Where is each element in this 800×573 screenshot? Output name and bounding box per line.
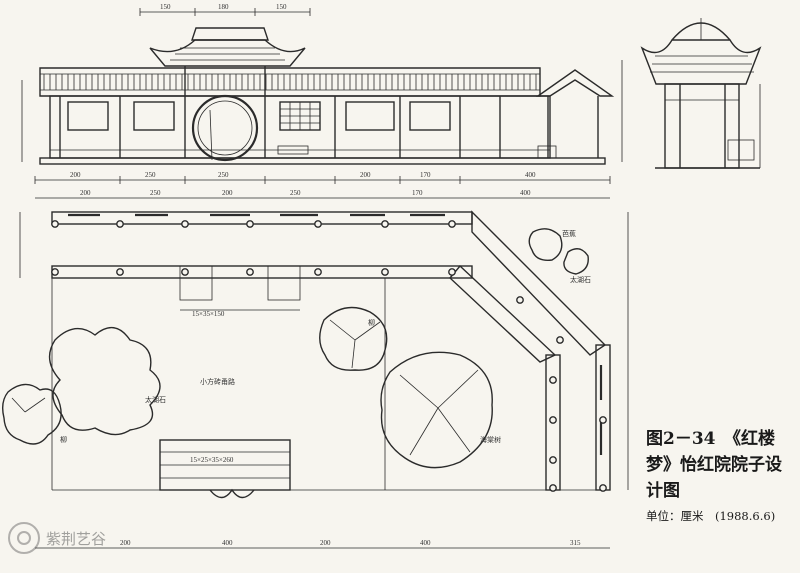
corridor-post: [116, 268, 124, 276]
corridor-post: [246, 220, 254, 228]
corridor-post: [51, 220, 59, 228]
caption-line-3: 计图: [646, 481, 680, 501]
plan-dim-labels: 200 250 200 250 170 400 200 400 200 400 …: [60, 189, 591, 547]
label-rock: 太湖石: [145, 395, 166, 404]
side-section: [640, 18, 762, 169]
site-plan: [1, 197, 629, 549]
corridor-post: [181, 220, 189, 228]
label-tree3: 柳: [368, 318, 375, 327]
corridor-post: [448, 268, 456, 276]
corridor-post: [448, 220, 456, 228]
elev-bottom-dim-4: 200: [360, 171, 371, 179]
corridor-post: [556, 336, 564, 344]
corridor-post: [246, 268, 254, 276]
elev-top-dim-2: 180: [218, 3, 229, 11]
elevation-dimensions: [21, 8, 623, 184]
plan-top-dim-6: 400: [520, 189, 531, 197]
corridor-post: [599, 484, 607, 492]
corridor-post: [549, 416, 557, 424]
watermark-logo-icon: [8, 522, 40, 554]
label-tree1: 柳: [60, 435, 67, 444]
label-table: 15×35×150: [192, 310, 225, 318]
elev-bottom-dim-1: 200: [70, 171, 81, 179]
figure-caption: 图2－34 《红楼 梦》怡红院院子设 计图 单位：厘米 (1988.6.6): [646, 426, 798, 524]
plan-bottom-dim-1: 200: [120, 539, 131, 547]
plan-top-dim-3: 200: [222, 189, 233, 197]
elev-bottom-dim-3: 250: [218, 171, 229, 179]
corridor-post: [549, 376, 557, 384]
elev-bottom-dim-6: 400: [525, 171, 536, 179]
plan-bottom-dim-3: 200: [320, 539, 331, 547]
plan-top-dim-5: 170: [412, 189, 423, 197]
elevation-dim-labels: 150 180 150 200 250 250 200 170 400: [70, 3, 536, 179]
elev-bottom-dim-2: 250: [145, 171, 156, 179]
corridor-post: [314, 220, 322, 228]
watermark: 紫荆艺谷: [8, 522, 106, 554]
corridor-post: [51, 268, 59, 276]
plan-bottom-dim-2: 400: [222, 539, 233, 547]
label-tree4: 芭蕉: [562, 229, 576, 238]
plan-top-dim-2: 250: [150, 189, 161, 197]
corridor-post: [381, 268, 389, 276]
plan-bottom-dim-4: 400: [420, 539, 431, 547]
corridor-post: [381, 220, 389, 228]
plan-bottom-dim-5: 315: [570, 539, 581, 547]
corridor-post: [516, 296, 524, 304]
label-tree5: 太湖石: [570, 275, 591, 284]
elev-top-dim-1: 150: [160, 3, 171, 11]
corridor-post: [549, 456, 557, 464]
caption-line-1: 图2－34 《红楼: [646, 429, 775, 449]
watermark-text: 紫荆艺谷: [46, 529, 107, 548]
corridor-post: [116, 220, 124, 228]
corridor-post: [314, 268, 322, 276]
label-bench: 15×25×35×260: [190, 456, 234, 464]
plan-top-dim-1: 200: [80, 189, 91, 197]
caption-line-2: 梦》怡红院院子设: [646, 455, 782, 475]
plan-top-dim-4: 250: [290, 189, 301, 197]
elev-bottom-dim-5: 170: [420, 171, 431, 179]
corridor-post: [599, 416, 607, 424]
label-tree2: 海棠树: [480, 435, 501, 444]
corridor-post: [549, 484, 557, 492]
label-path: 小方砖甬路: [200, 377, 235, 386]
front-elevation: [39, 27, 615, 165]
corridor-post: [181, 268, 189, 276]
elev-top-dim-3: 150: [276, 3, 287, 11]
caption-unit: 单位：厘米 (1988.6.6): [646, 509, 776, 523]
